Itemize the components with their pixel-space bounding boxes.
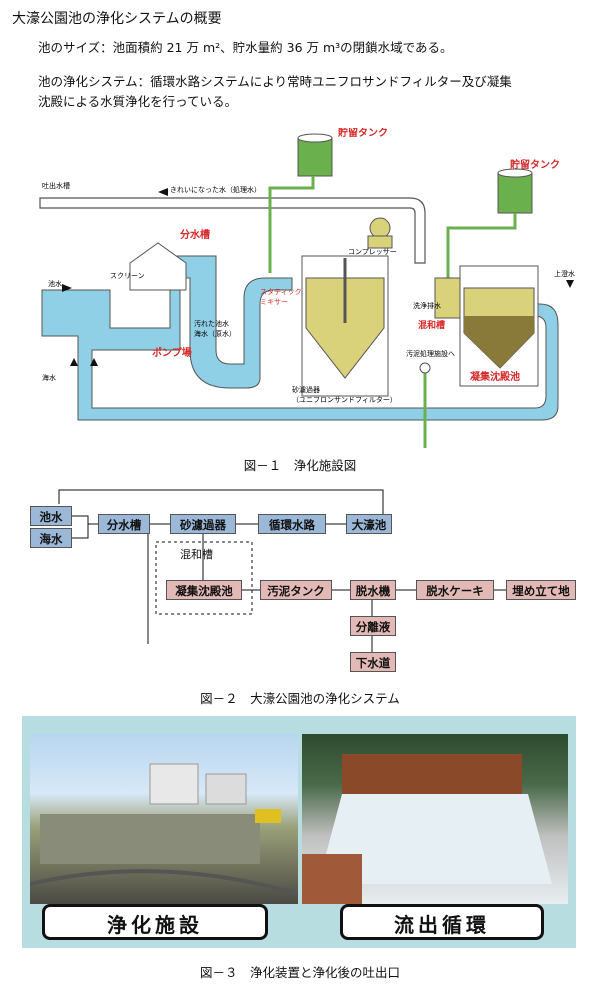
up-arrow-icon <box>90 358 98 366</box>
sand-filter-label-1: 砂濾過器 <box>292 385 320 394</box>
static-mixer-label-1: スタティック <box>260 287 302 296</box>
clean-water-label: きれいになった水（処理水） <box>170 185 261 194</box>
facility-label: 浄化施設 <box>42 904 268 940</box>
compressor-icon <box>369 217 391 239</box>
static-mixer-label-2: ミキサー <box>260 298 288 306</box>
pump-label: ポンプ場 <box>152 346 192 359</box>
sand-filter-label-2: （ユニフロンサンドフィルター） <box>292 395 397 404</box>
tank2-label: 貯留タンク <box>510 158 560 171</box>
node-loop: 循環水路 <box>258 514 326 534</box>
pump-house-building <box>129 242 187 291</box>
mixing-tank-label: 混和槽 <box>418 319 445 331</box>
outlet-photo <box>302 734 568 904</box>
polluted-label-2: 海水（原水） <box>194 329 236 338</box>
upper-water-label: 上澄水 <box>554 269 575 278</box>
up-arrow-icon <box>70 358 78 366</box>
water-loop <box>41 255 559 421</box>
node-coag: 凝集沈殿池 <box>166 580 242 600</box>
photo-panel: 浄化施設 流出循環 <box>22 716 576 948</box>
sand-filter-body <box>305 277 385 379</box>
node-landfill: 埋め立て地 <box>506 580 576 600</box>
node-separated: 分離液 <box>350 616 396 636</box>
treated-water-channel <box>39 197 426 264</box>
purification-system-flowchart: 池水 海水 分水槽 砂濾過器 循環水路 大濠池 混和槽 凝集沈殿池 汚泥タンク … <box>20 486 590 676</box>
node-pond: 池水 <box>30 506 72 526</box>
flow-arrow-icon <box>158 188 168 196</box>
node-mixing: 混和槽 <box>180 548 213 561</box>
node-sewer: 下水道 <box>350 652 396 672</box>
figure1-caption: 図－１ 浄化施設図 <box>243 458 357 473</box>
compressor-label: コンプレッサー <box>348 248 397 256</box>
figure3-caption: 図－３ 浄化装置と浄化後の吐出口 <box>199 965 400 980</box>
wash-drain-label: 洗浄排水 <box>413 301 441 310</box>
coag-tank-label: 凝集沈殿池 <box>470 370 520 383</box>
screen-label: スクリーン <box>110 272 145 280</box>
storage-tank-2 <box>497 172 533 214</box>
polluted-label-1: 汚れた池水 <box>194 319 229 328</box>
figure2-caption: 図－２ 大濠公園池の浄化システム <box>200 691 400 706</box>
mixing-tank <box>434 277 462 319</box>
flowchart-connectors <box>58 489 506 652</box>
node-bunsui: 分水槽 <box>98 514 150 534</box>
storage-tank-1 <box>297 137 333 177</box>
page-title: 大濠公園池の浄化システムの概要 <box>12 11 222 27</box>
description-line-3: 沈殿による水質浄化を行っている。 <box>38 94 238 109</box>
chemical-pipe-1 <box>268 176 315 273</box>
node-cake: 脱水ケーキ <box>416 580 494 600</box>
purification-facility-diagram: 貯留タンク 貯留タンク 吐出水槽 きれいになった水（処理水） コンプレッサー 分… <box>39 128 575 448</box>
node-sea: 海水 <box>30 528 72 548</box>
node-sand-filter: 砂濾過器 <box>170 514 236 534</box>
down-arrow-icon <box>566 280 574 288</box>
bunsui-label: 分水槽 <box>180 228 210 241</box>
pond-water-label: 池水 <box>48 279 62 288</box>
outlet-label: 吐出水槽 <box>42 181 70 190</box>
node-sludge: 汚泥タンク <box>260 580 332 600</box>
description-line-1: 池のサイズ：池面積約 21 万 m²、貯水量約 36 万 m³の閉鎖水域である。 <box>38 40 453 55</box>
node-ohori: 大濠池 <box>346 514 392 534</box>
flow-arrow-icon <box>62 284 72 292</box>
description-line-2: 池の浄化システム：循環水路システムにより常時ユニフロサンドフィルター及び凝集 <box>38 74 512 89</box>
seawater-label: 海水 <box>42 373 56 382</box>
node-dewater: 脱水機 <box>350 580 396 600</box>
circulation-label: 流出循環 <box>340 904 544 940</box>
facility-photo <box>30 734 298 904</box>
sludge-valve-icon <box>419 362 431 374</box>
chemical-pipe-2 <box>446 213 517 303</box>
sludge-to-label: 汚泥処理施設へ <box>406 349 455 358</box>
tank1-label: 貯留タンク <box>338 128 388 139</box>
